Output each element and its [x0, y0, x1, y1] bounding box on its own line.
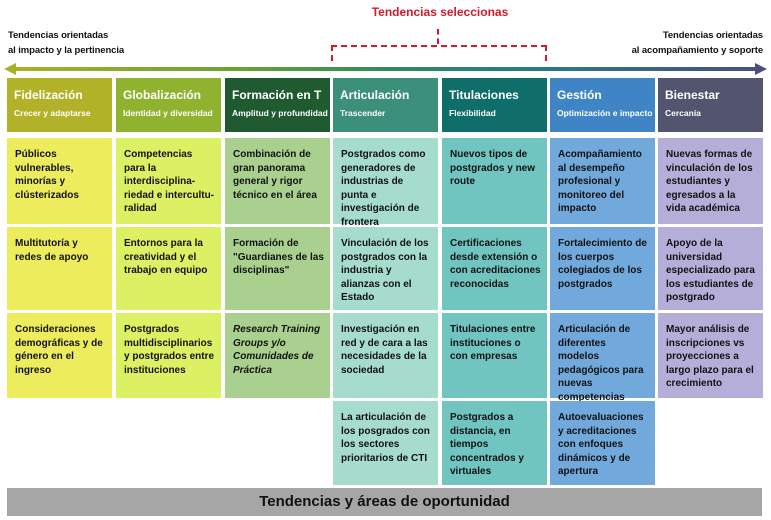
cell-globalizacion-2: Entornos para la creatividad y el trabaj… [116, 227, 221, 310]
right-trend-label-line2: al acompañamiento y soporte [631, 45, 763, 56]
cell-bienestar-2: Apoyo de la universidad especializado pa… [658, 227, 763, 310]
column-title: Titulaciones [449, 88, 519, 102]
cell-gestion-4: Autoevaluaciones y acreditaciones con en… [550, 401, 655, 485]
cell-fidelizacion-1: Públicos vulnerables, minorías y clúster… [7, 138, 112, 224]
cell-bienestar-3: Mayor análisis de inscripciones vs proye… [658, 313, 763, 398]
column-subtitle: Trascender [340, 108, 386, 118]
cell-formacion-3: Research Training Groups y/o Comunidades… [225, 313, 330, 398]
column-title: Fidelización [14, 88, 83, 102]
column-subtitle: Amplitud y profundidad [232, 108, 328, 118]
column-header-fidelizacion: Fidelización Crecer y adaptarse [7, 78, 112, 132]
cell-formacion-1: Combinación de gran panorama general y r… [225, 138, 330, 224]
column-header-globalizacion: Globalización Identidad y diversidad [116, 78, 221, 132]
right-trend-label: Tendencias orientadas al acompañamiento … [543, 28, 763, 58]
cell-titulaciones-2: Certificaciones desde extensión o con ac… [442, 227, 547, 310]
column-header-bienestar: Bienestar Cercanía [658, 78, 763, 132]
cell-globalizacion-3: Postgrados multidisciplinarios y postgra… [116, 313, 221, 398]
right-trend-label-line1: Tendencias orientadas [662, 30, 763, 41]
cell-articulacion-2: Vinculación de los postgrados con la ind… [333, 227, 438, 310]
cell-formacion-2: Formación de "Guardianes de las discipli… [225, 227, 330, 310]
cell-gestion-2: Fortalecimiento de los cuerpos colegiado… [550, 227, 655, 310]
column-title: Articulación [340, 88, 410, 102]
arrow-right-head [755, 63, 767, 75]
arrow-left-head [4, 63, 16, 75]
column-title: Gestión [557, 88, 602, 102]
cell-globalizacion-1: Competencias para la interdisciplina-rie… [116, 138, 221, 224]
research-training-groups-text: Research Training Groups y/o Comunidades… [233, 324, 321, 376]
cell-titulaciones-3: Titulaciones entre instituciones o con e… [442, 313, 547, 398]
cell-fidelizacion-2: Multitutoría y redes de apoyo [7, 227, 112, 310]
cell-articulacion-3: Investigación en red y de cara a las nec… [333, 313, 438, 398]
column-title: Formación en T [232, 88, 322, 102]
column-header-formacion-en-t: Formación en T Amplitud y profundidad [225, 78, 330, 132]
cell-titulaciones-4: Postgrados a distancia, en tiempos conce… [442, 401, 547, 485]
trend-spectrum-arrow [4, 63, 767, 75]
cell-fidelizacion-3: Consideraciones demográficas y de género… [7, 313, 112, 398]
footer-banner: Tendencias y áreas de oportunidad [7, 488, 762, 516]
column-header-articulacion: Articulación Trascender [333, 78, 438, 132]
column-title: Bienestar [665, 88, 720, 102]
left-trend-label: Tendencias orientadas al impacto y la pe… [8, 28, 208, 58]
cell-articulacion-4: La articulación de los posgrados con los… [333, 401, 438, 485]
cell-titulaciones-1: Nuevos tipos de postgrados y new route [442, 138, 547, 224]
selected-trends-connector [437, 29, 439, 44]
column-subtitle: Flexibilidad [449, 108, 496, 118]
column-subtitle: Optimización e impacto [557, 108, 653, 118]
column-header-gestion: Gestión Optimización e impacto [550, 78, 655, 132]
left-trend-label-line2: al impacto y la pertinencia [8, 45, 125, 56]
selected-trends-title: Tendencias seleccionas [371, 5, 509, 19]
cell-bienestar-1: Nuevas formas de vinculación de los estu… [658, 138, 763, 224]
cell-gestion-1: Acompañamiento al desempeño profesional … [550, 138, 655, 224]
column-subtitle: Crecer y adaptarse [14, 108, 91, 118]
column-subtitle: Identidad y diversidad [123, 108, 213, 118]
selected-trends-bracket [331, 45, 547, 61]
column-subtitle: Cercanía [665, 108, 701, 118]
arrow-shaft [14, 67, 757, 71]
column-title: Globalización [123, 88, 202, 102]
left-trend-label-line1: Tendencias orientadas [8, 30, 109, 41]
cell-gestion-3: Articulación de diferentes modelos pedag… [550, 313, 655, 403]
cell-articulacion-1: Postgrados como generadores de industria… [333, 138, 438, 228]
column-header-titulaciones: Titulaciones Flexibilidad [442, 78, 547, 132]
